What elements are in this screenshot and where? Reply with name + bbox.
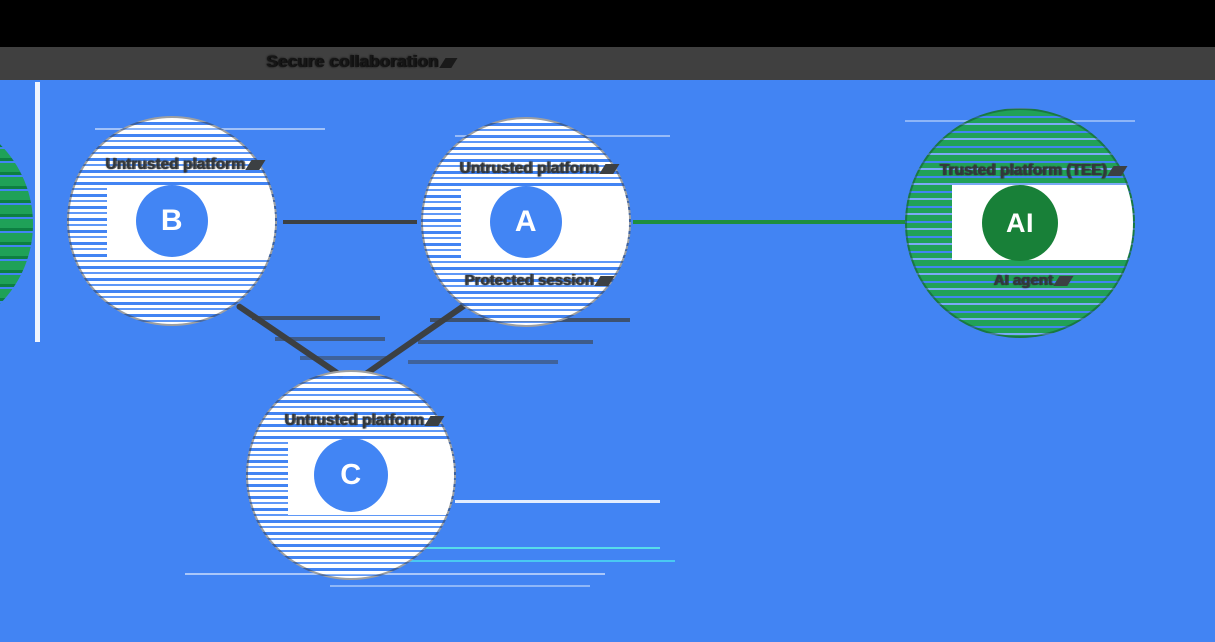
node-ai-circle: AI [982,185,1058,261]
smear-artifact [418,340,593,344]
node-c: C Untrusted platform [246,370,456,580]
link-a-ai [633,220,905,224]
link-b-a [283,220,417,224]
node-ai: AI Trusted platform (TEE) AI agent [905,108,1135,338]
node-c-letter: C [340,458,362,491]
smear-artifact [252,316,380,320]
node-a: A Untrusted platform Protected session [421,117,631,327]
node-ai-letter: AI [1006,207,1034,238]
scanline-artifact [375,560,675,562]
smear-artifact [300,356,390,360]
node-b-circle: B [136,185,208,257]
node-b: B Untrusted platform [67,116,277,326]
smear-artifact [408,360,558,364]
scanline-artifact [455,500,660,503]
node-ai-label: Trusted platform (TEE) [917,162,1147,180]
node-a-circle: A [490,186,562,258]
scanline-artifact [185,573,605,575]
node-c-label: Untrusted platform [258,412,468,430]
left-white-guide-line [35,82,40,342]
node-a-sublabel: Protected session [433,272,643,289]
node-a-label: Untrusted platform [433,160,643,178]
node-ai-sublabel: AI agent [917,272,1147,289]
diagram-title: Secure collaboration [266,52,455,72]
smear-artifact [275,337,385,341]
node-b-label: Untrusted platform [79,156,289,174]
offscreen-trusted-circle-sliver [0,111,33,337]
top-gray-band: Secure collaboration [0,47,1215,80]
scanline-artifact [300,547,660,549]
node-c-circle: C [314,438,388,512]
top-black-band [0,0,1215,47]
node-b-letter: B [160,204,184,237]
node-a-letter: A [514,205,538,238]
node-b-outer-circle [67,116,277,326]
scanline-artifact [330,585,590,587]
